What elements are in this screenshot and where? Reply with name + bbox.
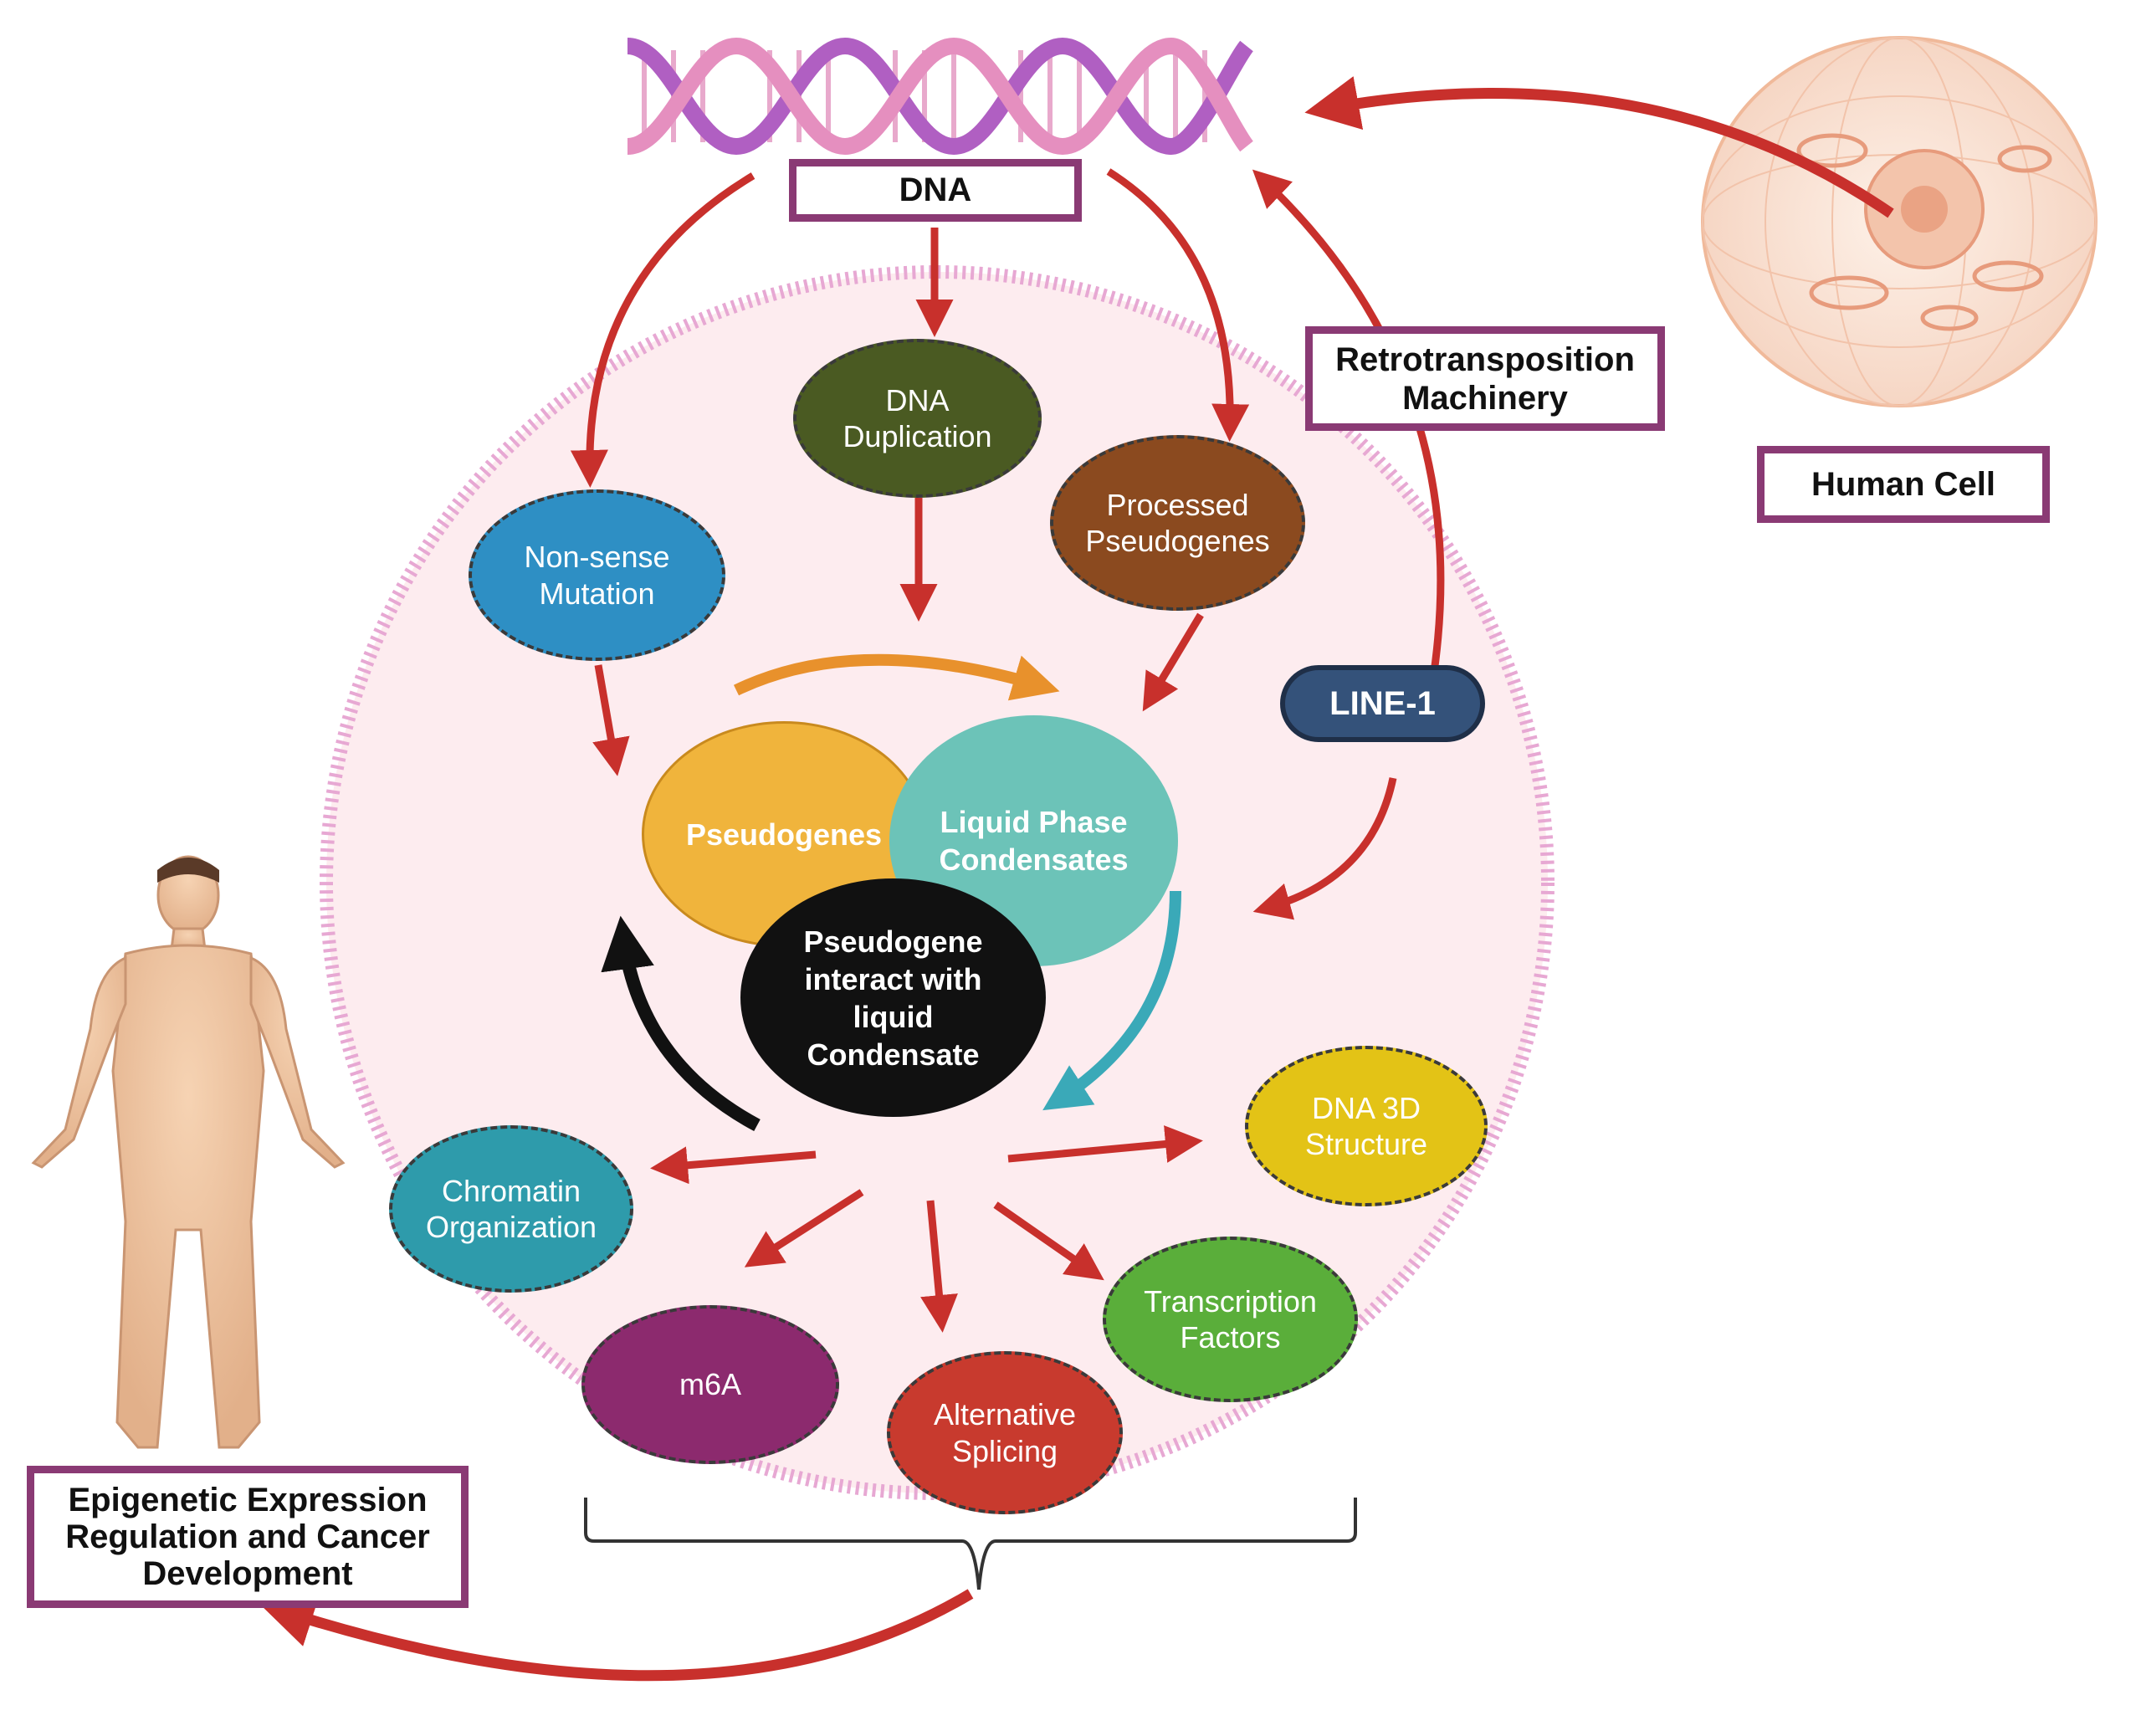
arrow-nonsense-to-core — [592, 664, 630, 776]
node-dna-duplication: DNA Duplication — [793, 339, 1042, 498]
human-cell-box: Human Cell — [1757, 446, 2050, 523]
node-processed-pseudogenes-label: Processed Pseudogenes — [1085, 487, 1270, 558]
arrow-center-to-m6a — [744, 1189, 864, 1267]
core-liquid-phase: Liquid Phase Condensates — [889, 715, 1178, 966]
core-interaction-label: Pseudogene interact with liquid Condensa… — [803, 924, 983, 1072]
node-chromatin-organization: Chromatin Organization — [389, 1125, 633, 1293]
arrow-center-to-transcription — [993, 1201, 1104, 1281]
node-transcription-factors: Transcription Factors — [1103, 1237, 1358, 1402]
arrow-dna-to-nonsense — [570, 172, 755, 488]
arrow-processed-to-core — [1142, 612, 1204, 712]
node-transcription-factors-label: Transcription Factors — [1144, 1283, 1317, 1354]
node-alternative-splicing: Alternative Splicing — [887, 1351, 1123, 1514]
arrow-line1-to-core — [1252, 777, 1397, 920]
node-dna-3d-structure-label: DNA 3D Structure — [1304, 1090, 1428, 1161]
arrow-brace-to-epigenetic — [259, 1589, 974, 1682]
grouping-brace — [584, 1498, 1357, 1590]
node-m6a: m6A — [581, 1305, 839, 1464]
node-nonsense-mutation: Non-sense Mutation — [469, 489, 725, 661]
node-alternative-splicing-label: Alternative Splicing — [933, 1397, 1077, 1468]
arrow-black-curve — [601, 915, 761, 1132]
arrow-orange-curve — [733, 653, 1060, 701]
arrow-cell-to-dna — [1304, 76, 1894, 218]
node-m6a-label: m6A — [679, 1367, 742, 1402]
human-cell-label: Human Cell — [1811, 465, 1996, 503]
retrotransposition-box: Retrotransposition Machinery — [1305, 326, 1665, 431]
dna-label-box: DNA — [789, 159, 1082, 222]
node-chromatin-organization-label: Chromatin Organization — [425, 1173, 597, 1244]
line1-label: LINE-1 — [1329, 684, 1436, 722]
node-nonsense-mutation-label: Non-sense Mutation — [524, 540, 670, 611]
arrow-teal-curve — [1042, 890, 1181, 1111]
dna-helix-icon — [626, 37, 1254, 156]
retrotransposition-label: Retrotransposition Machinery — [1335, 341, 1635, 417]
core-liquid-phase-label: Liquid Phase Condensates — [939, 805, 1129, 877]
core-interaction: Pseudogene interact with liquid Condensa… — [740, 878, 1046, 1117]
human-body-icon — [31, 855, 346, 1449]
arrow-center-to-splicing — [920, 1200, 958, 1333]
arrow-center-to-chromatin — [650, 1146, 817, 1185]
epigenetic-box: Epigenetic Expression Regulation and Can… — [27, 1466, 469, 1608]
epigenetic-label: Epigenetic Expression Regulation and Can… — [65, 1482, 430, 1592]
arrow-dna-to-processed — [1106, 168, 1250, 442]
node-dna-duplication-label: DNA Duplication — [843, 382, 992, 453]
node-dna-3d-structure: DNA 3D Structure — [1245, 1046, 1488, 1206]
line1-badge: LINE-1 — [1280, 665, 1485, 742]
dna-label: DNA — [899, 172, 972, 208]
human-cell-icon — [1701, 36, 2097, 407]
core-pseudogenes-label: Pseudogenes — [685, 817, 883, 852]
arrow-center-to-dna3d — [1007, 1125, 1203, 1163]
node-processed-pseudogenes: Processed Pseudogenes — [1050, 435, 1305, 611]
